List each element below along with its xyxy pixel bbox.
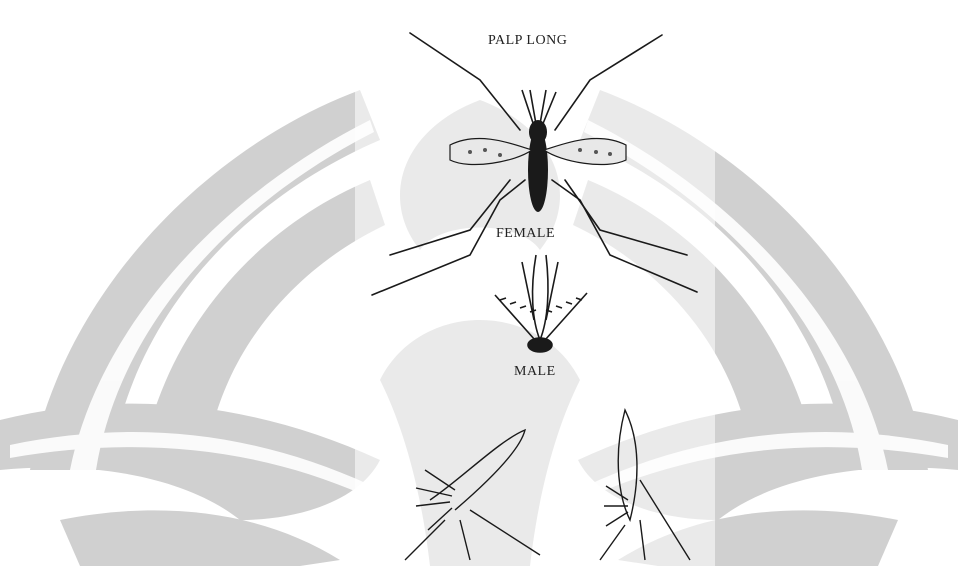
resting-posture-icon [405,410,690,560]
male-label: MALE [514,364,556,380]
female-label: FEMALE [496,226,555,242]
male-palp-icon [495,255,587,352]
female-mosquito-icon [450,90,626,212]
palp-long-label: PALP LONG [488,33,567,49]
